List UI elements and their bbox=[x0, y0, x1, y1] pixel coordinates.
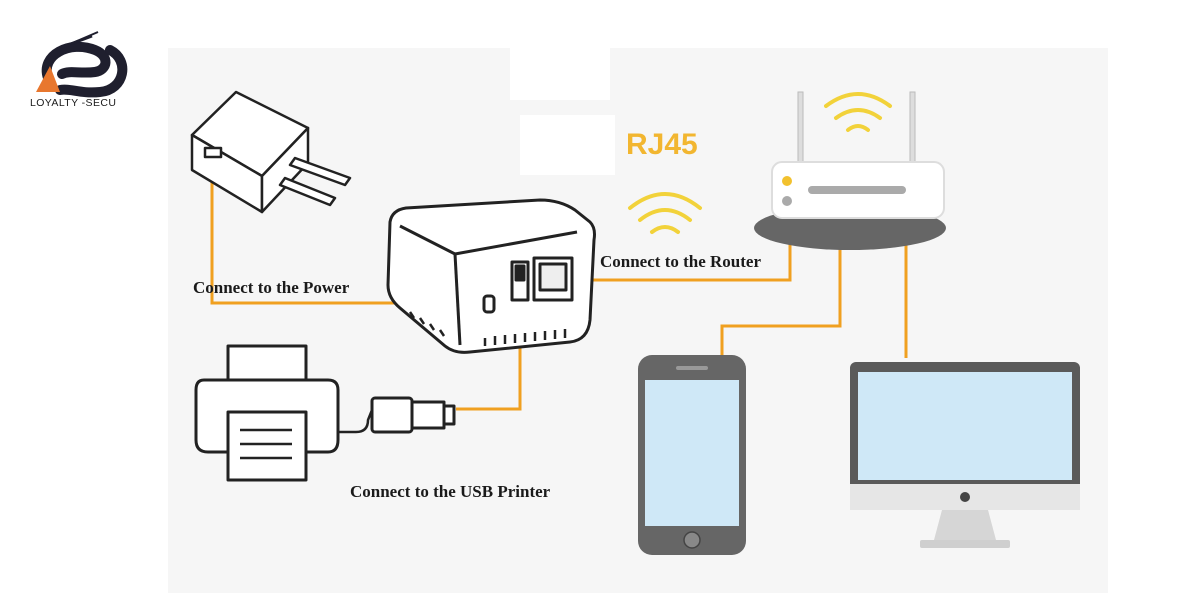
router-label: Connect to the Router bbox=[600, 252, 761, 271]
wire-usb-printer bbox=[456, 330, 522, 411]
wires bbox=[210, 165, 908, 411]
wire-power bbox=[210, 165, 476, 305]
usb-plug-icon bbox=[370, 396, 456, 434]
power-label: Connect to the Power bbox=[193, 278, 350, 297]
power-adapter-icon bbox=[190, 90, 352, 214]
monitor-icon bbox=[850, 362, 1080, 548]
print-server-icon bbox=[386, 198, 596, 354]
wire-router bbox=[572, 228, 792, 282]
smartphone-icon bbox=[638, 355, 746, 555]
brand-name: LOYALTY -SECU bbox=[30, 97, 117, 109]
wifi-icon-router bbox=[824, 92, 892, 132]
router-icon bbox=[754, 91, 946, 250]
printer-label: Connect to the USB Printer bbox=[350, 482, 551, 501]
wifi-icon-left bbox=[628, 192, 702, 234]
rj45-label: RJ45 bbox=[626, 128, 698, 161]
brand-logo-icon bbox=[36, 31, 128, 98]
vent-slots bbox=[408, 311, 567, 346]
printer-icon bbox=[194, 344, 374, 482]
background-notch bbox=[510, 48, 610, 100]
background-notch-2 bbox=[520, 115, 615, 175]
wire-phone bbox=[720, 228, 842, 355]
